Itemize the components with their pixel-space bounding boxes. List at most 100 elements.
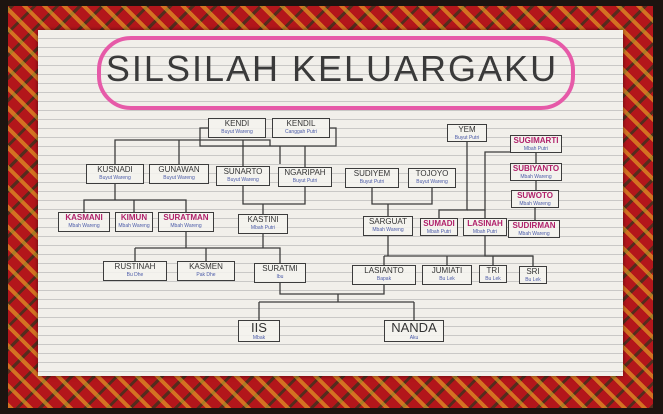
- person-name: SUMADI: [423, 219, 455, 228]
- person-name: JUMIATI: [431, 266, 463, 275]
- connector-line: [114, 139, 271, 164]
- person-name: KIMUN: [120, 213, 148, 222]
- person-name: SARGUAT: [368, 217, 408, 226]
- person-name: LASINAH: [467, 219, 503, 228]
- connector-line: [242, 186, 306, 205]
- person-name: NANDA: [391, 320, 437, 335]
- person-role: Mbah Putri: [426, 229, 452, 235]
- connector-line: [135, 247, 281, 263]
- connector-line: [279, 283, 385, 295]
- person-role: Buyut Putri: [292, 178, 318, 184]
- person-name: SUNARTO: [223, 167, 263, 176]
- person-role: Buyut Wareng: [416, 179, 448, 185]
- person-name: SURATMI: [262, 264, 298, 273]
- person-name: SUWOTO: [517, 191, 553, 200]
- person-name: RUSTINAH: [114, 262, 156, 271]
- person-role: Bu Lek: [485, 276, 501, 282]
- person-role: Mbak: [252, 335, 266, 341]
- person-role: Pak Dhe: [196, 272, 216, 278]
- person-name: KENDIL: [286, 119, 316, 128]
- person-role: Bu Lek: [439, 276, 455, 282]
- person-name: SUBIYANTO: [512, 164, 560, 173]
- connector-line: [484, 236, 534, 266]
- person-role: Mbah Putri: [250, 225, 276, 231]
- person-name: GUNAWAN: [158, 165, 200, 174]
- person-name: SRI: [526, 267, 540, 276]
- person-role: Buyut Putri: [359, 179, 385, 185]
- person-role: Aku: [409, 335, 419, 341]
- person-name: TRI: [486, 266, 500, 275]
- person-name: KENDI: [224, 119, 250, 128]
- poster-title: SILSILAH KELUARGAKU: [105, 48, 559, 89]
- person-role: Mbah Wareng: [118, 223, 150, 229]
- person-role: Buyut Wareng: [227, 177, 259, 183]
- person-name: TOJOYO: [415, 169, 449, 178]
- person-role: Mbah Wareng: [372, 227, 404, 233]
- person-role: Canggah Putri: [285, 129, 317, 135]
- person-name: NGARIPAH: [284, 168, 326, 177]
- person-role: Mbah Putri: [472, 229, 498, 235]
- person-name: KASMEN: [189, 262, 223, 271]
- connector-line: [199, 127, 337, 147]
- connector-line: [467, 151, 510, 211]
- person-role: Buyut Wareng: [99, 175, 131, 181]
- connector-line: [438, 142, 468, 218]
- person-role: Mbah Putri: [523, 146, 549, 152]
- person-role: Buyut Wareng: [221, 129, 253, 135]
- person-name: SUGIMARTI: [513, 136, 559, 145]
- person-role: Mbah Wareng: [520, 174, 552, 180]
- person-role: Buyut Wareng: [163, 175, 195, 181]
- person-name: KUSNADI: [97, 165, 133, 174]
- person-role: Bapak: [376, 276, 392, 282]
- person-name: KASTINI: [247, 215, 279, 224]
- person-name: YEM: [458, 125, 476, 134]
- title-cloud-outline: [97, 36, 575, 110]
- person-name: SURATMAN: [163, 213, 209, 222]
- person-role: Mbah Wareng: [519, 201, 551, 207]
- person-name: IIS: [251, 320, 267, 335]
- person-role: Bu Lek: [525, 277, 541, 283]
- person-name: KASMANI: [65, 213, 103, 222]
- person-role: Mbah Wareng: [68, 223, 100, 229]
- person-role: Mbah Wareng: [170, 223, 202, 229]
- person-role: Ibu: [276, 274, 284, 280]
- person-name: SUDIYEM: [353, 169, 391, 178]
- connector-line: [371, 188, 433, 205]
- connector-line: [83, 199, 187, 212]
- person-name: LASIANTO: [364, 266, 404, 275]
- person-role: Mbah Wareng: [518, 231, 550, 237]
- person-name: SUDIRMAN: [512, 221, 556, 230]
- person-role: Buyut Putri: [454, 135, 480, 141]
- person-role: Bu Dhe: [126, 272, 144, 278]
